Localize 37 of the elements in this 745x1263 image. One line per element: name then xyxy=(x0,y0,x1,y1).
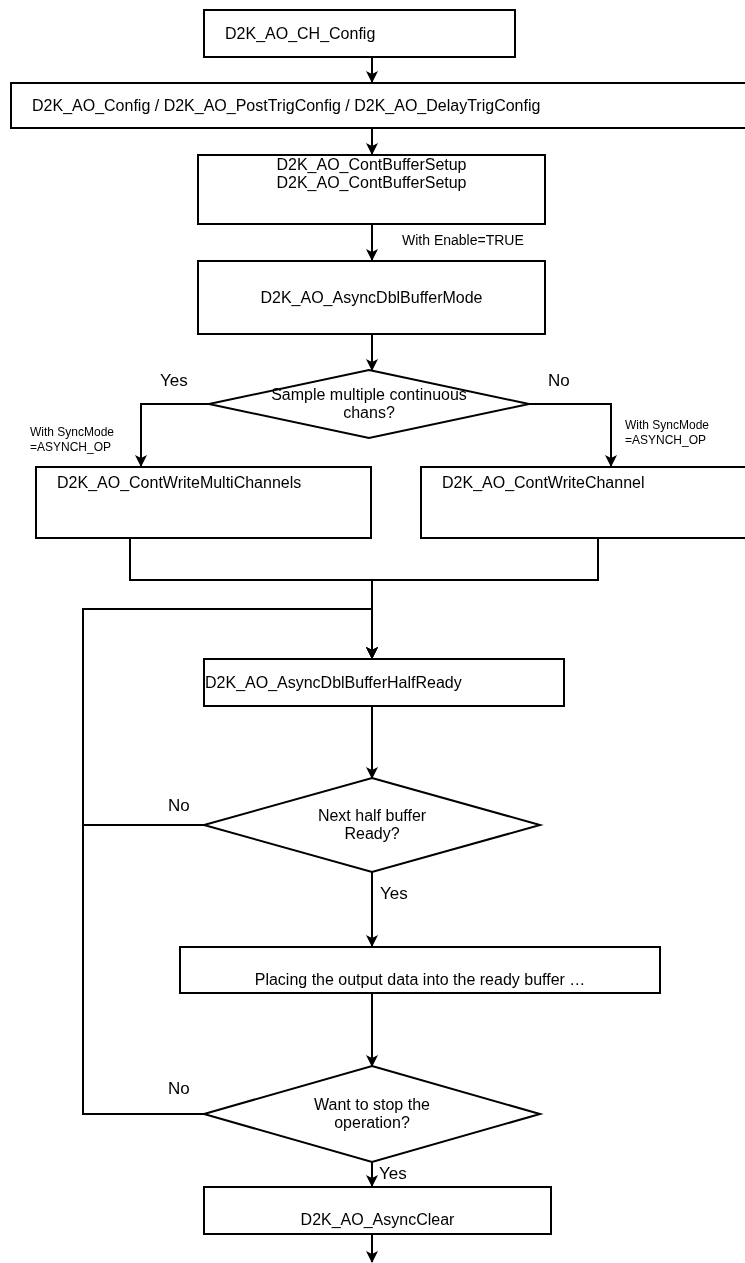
node-label: D2K_AO_Config / D2K_AO_PostTrigConfig / D2K_AO_DelayTrigConfig xyxy=(32,96,541,115)
node-label: D2K_AO_ContBufferSetup xyxy=(276,156,467,174)
arrow xyxy=(366,57,378,83)
node-label: Placing the output data into the ready buffer … xyxy=(254,971,586,989)
arrow xyxy=(82,608,378,1115)
node-label: D2K_AO_ContWriteChannel xyxy=(442,474,645,492)
node-label: D2K_AO_ContWriteMultiChannels xyxy=(57,474,302,492)
arrow xyxy=(366,871,378,947)
decision-diamond xyxy=(209,370,529,438)
arrow xyxy=(366,1161,378,1187)
node-label: Sample multiple continuous chans? xyxy=(270,386,468,422)
arrow xyxy=(528,403,617,467)
arrow xyxy=(366,1234,378,1263)
arrow xyxy=(366,334,378,371)
process-box xyxy=(197,154,546,225)
process-box xyxy=(203,9,516,58)
process-box xyxy=(420,466,745,539)
node-label: D2K_AO_CH_Config xyxy=(225,24,376,43)
node-label: D2K_AO_AsyncDblBufferMode xyxy=(260,288,483,307)
process-box xyxy=(35,466,372,539)
arrow xyxy=(366,128,378,155)
edge-note: With SyncMode =ASYNCH_OP xyxy=(625,418,711,448)
edge-note: With SyncMode =ASYNCH_OP xyxy=(30,425,116,455)
process-box xyxy=(203,658,565,707)
node-label: D2K_AO_AsyncClear xyxy=(300,1211,455,1229)
arrow xyxy=(366,224,378,261)
arrow xyxy=(366,706,378,779)
node-label: Next half buffer Ready? xyxy=(316,807,428,843)
arrow xyxy=(366,993,378,1067)
process-box xyxy=(203,1186,552,1235)
process-box xyxy=(10,82,745,129)
node-label: Want to stop the operation? xyxy=(313,1096,431,1132)
process-box xyxy=(197,260,546,335)
process-box xyxy=(179,946,661,994)
node-label: D2K_AO_AsyncDblBufferHalfReady xyxy=(205,673,462,692)
arrow xyxy=(135,403,210,467)
node-label: D2K_AO_ContBufferSetup xyxy=(276,174,467,192)
